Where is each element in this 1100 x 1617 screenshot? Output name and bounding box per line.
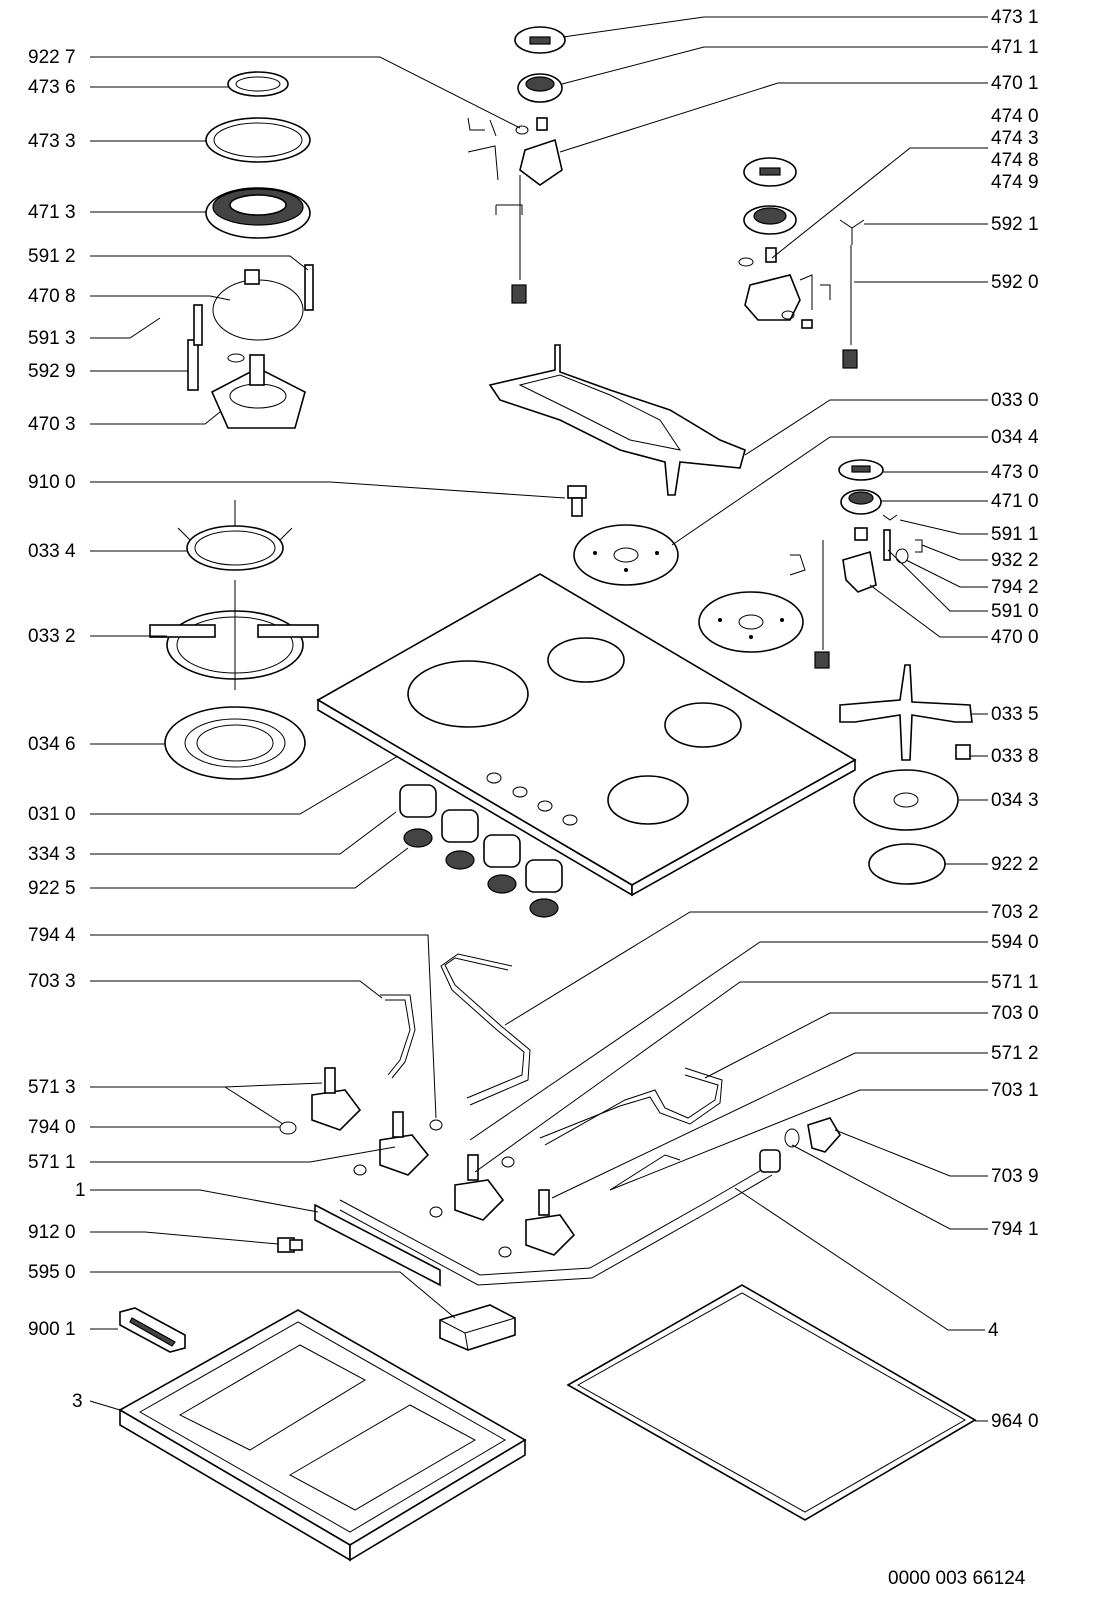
clip-part bbox=[119, 1307, 186, 1353]
callout-label: 471 0 bbox=[991, 491, 1039, 512]
callout-label: 033 8 bbox=[991, 746, 1039, 767]
callout-label: 033 2 bbox=[28, 626, 76, 647]
wok-ring-033 bbox=[149, 580, 319, 690]
sealing-gasket bbox=[566, 1284, 977, 1521]
callout-label: 470 8 bbox=[28, 286, 76, 307]
callout-label: 932 2 bbox=[991, 550, 1039, 571]
callout-label: 594 0 bbox=[991, 932, 1039, 953]
callout-label: 703 9 bbox=[991, 1166, 1039, 1187]
burner-cup-left bbox=[164, 706, 306, 780]
burner-cup-center bbox=[573, 524, 679, 586]
burner-cup-right bbox=[698, 591, 804, 653]
top-small-burner bbox=[467, 26, 566, 304]
callout-label: 034 4 bbox=[991, 427, 1039, 448]
large-burner-assembly bbox=[187, 71, 314, 429]
callout-label: 794 1 bbox=[991, 1219, 1039, 1240]
callout-label: 592 0 bbox=[991, 272, 1039, 293]
callout-label: 033 0 bbox=[991, 390, 1039, 411]
callout-label: 4 bbox=[988, 1320, 999, 1341]
callout-label: 3 bbox=[72, 1391, 83, 1412]
callout-label: 591 3 bbox=[28, 328, 76, 349]
callout-label: 703 2 bbox=[991, 902, 1039, 923]
right-callouts: 473 1 471 1 470 1 474 0 474 3 474 8 474 … bbox=[469, 7, 1039, 1589]
callout-label: 034 3 bbox=[991, 790, 1039, 811]
ignition-module bbox=[439, 1304, 516, 1351]
callout-label: 470 3 bbox=[28, 414, 76, 435]
callout-label: 592 1 bbox=[991, 214, 1039, 235]
callout-label: 591 0 bbox=[991, 601, 1039, 622]
wok-ring-034 bbox=[177, 500, 293, 571]
hob-top-plate bbox=[316, 573, 857, 897]
callout-label: 474 9 bbox=[991, 172, 1039, 193]
small-pan-support bbox=[839, 664, 973, 885]
callout-label: 912 0 bbox=[28, 1222, 76, 1243]
control-knobs bbox=[399, 784, 563, 918]
right-burner-assembly bbox=[738, 157, 865, 369]
gas-pipes bbox=[339, 953, 841, 1286]
mounting-bracket bbox=[277, 1203, 441, 1287]
callout-label: 1 bbox=[75, 1180, 86, 1201]
small-right-burner bbox=[789, 459, 923, 669]
callout-label: 703 0 bbox=[991, 1003, 1039, 1024]
callout-label: 922 5 bbox=[28, 878, 76, 899]
callout-label: 910 0 bbox=[28, 472, 76, 493]
callout-label: 470 0 bbox=[991, 627, 1039, 648]
callout-label: 470 1 bbox=[991, 73, 1039, 94]
callout-label: 703 3 bbox=[28, 971, 76, 992]
callout-label: 473 6 bbox=[28, 77, 76, 98]
callout-label: 571 1 bbox=[991, 972, 1039, 993]
drawing-number: 0000 003 66124 bbox=[888, 1568, 1026, 1589]
callout-label: 471 3 bbox=[28, 202, 76, 223]
callout-label: 473 3 bbox=[28, 131, 76, 152]
callout-label: 031 0 bbox=[28, 804, 76, 825]
left-callouts: 922 7 473 6 473 3 471 3 591 2 470 8 591 … bbox=[28, 47, 566, 1412]
callout-label: 964 0 bbox=[991, 1411, 1039, 1432]
callout-label: 033 4 bbox=[28, 541, 76, 562]
callout-label: 922 2 bbox=[991, 854, 1039, 875]
large-pan-support bbox=[488, 344, 746, 496]
callout-label: 334 3 bbox=[28, 844, 76, 865]
callout-label: 474 0 bbox=[991, 106, 1039, 127]
callout-label: 474 8 bbox=[991, 150, 1039, 171]
callout-label: 592 9 bbox=[28, 361, 76, 382]
callout-label: 703 1 bbox=[991, 1080, 1039, 1101]
callout-label: 571 1 bbox=[28, 1152, 76, 1173]
callout-label: 591 1 bbox=[991, 524, 1039, 545]
callout-label: 900 1 bbox=[28, 1319, 76, 1340]
gas-taps bbox=[279, 1067, 576, 1258]
callout-label: 591 2 bbox=[28, 246, 76, 267]
callout-label: 473 1 bbox=[991, 7, 1039, 28]
callout-label: 794 2 bbox=[991, 577, 1039, 598]
callout-label: 571 2 bbox=[991, 1043, 1039, 1064]
base-tray bbox=[118, 1309, 527, 1562]
callout-label: 033 5 bbox=[991, 704, 1039, 725]
callout-label: 571 3 bbox=[28, 1077, 76, 1098]
callout-label: 922 7 bbox=[28, 47, 76, 68]
callout-label: 794 4 bbox=[28, 925, 76, 946]
part-drawings bbox=[118, 26, 977, 1562]
callout-label: 794 0 bbox=[28, 1117, 76, 1138]
callout-label: 471 1 bbox=[991, 37, 1039, 58]
callout-label: 473 0 bbox=[991, 462, 1039, 483]
callout-label: 474 3 bbox=[991, 128, 1039, 149]
callout-label: 595 0 bbox=[28, 1262, 76, 1283]
injector bbox=[567, 485, 587, 517]
callout-label: 034 6 bbox=[28, 734, 76, 755]
